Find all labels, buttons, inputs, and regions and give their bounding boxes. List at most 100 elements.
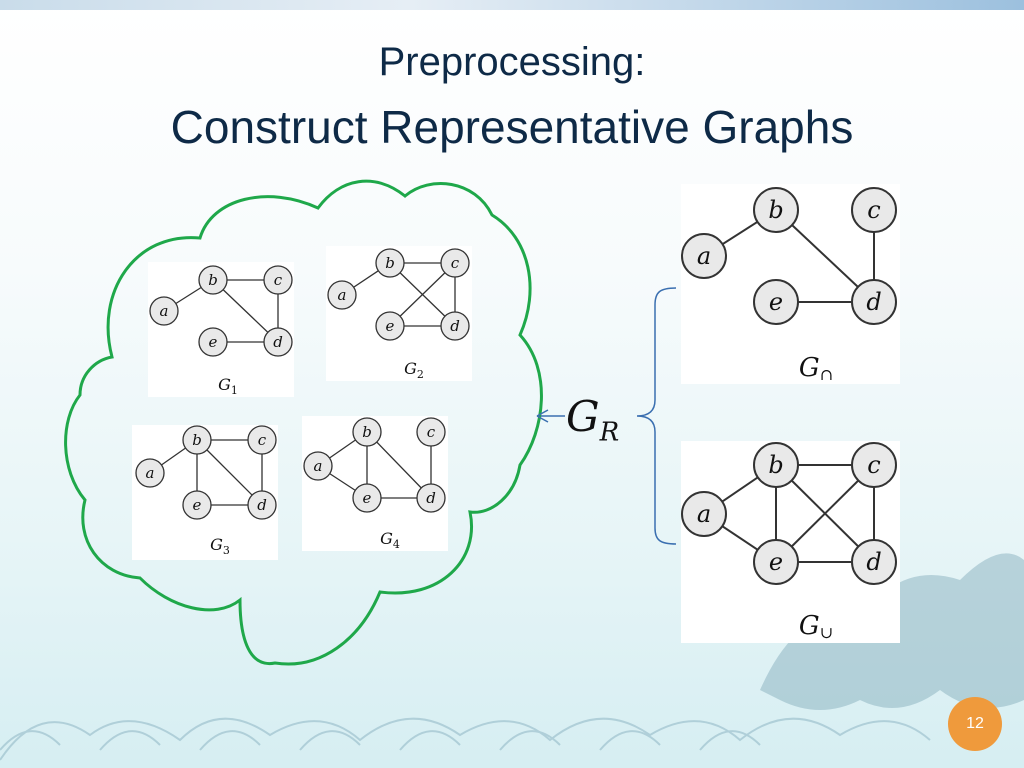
gr-label: GR [566,392,619,447]
node-e [352,483,382,513]
graph-g3-panel: a b c d e G3 [132,425,278,560]
slide-title-line1: Preprocessing: [378,40,646,84]
graph-union-svg: a b c d e G∪ [681,442,897,642]
node-label-b: b [768,451,783,479]
node-label-d: d [866,288,881,316]
graph-g1-label: G [218,375,231,394]
node-b [753,442,799,488]
graph-g4-svg: a b c d e G4 [303,417,446,551]
node-b [375,248,405,278]
node-label-e: e [193,496,202,514]
svg-text:G1: G1 [218,375,238,397]
graph-g1-svg: a b c d e G1 [149,265,293,397]
node-label-d: d [426,489,436,507]
node-d [851,279,897,325]
node-label-b: b [192,431,202,449]
slide-title-line2: Construct Representative Graphs [170,101,854,153]
svg-text:G∩: G∩ [799,353,833,384]
node-label-c: c [451,254,460,272]
gr-label-subscript: R [599,417,620,448]
node-label-e: e [769,548,783,576]
node-c [440,248,470,278]
node-e [753,539,799,585]
node-b [198,265,228,295]
node-a [681,233,727,279]
node-a [303,451,333,481]
node-label-b: b [385,254,395,272]
node-label-b: b [362,423,372,441]
node-c [851,442,897,488]
node-label-a: a [697,242,711,270]
svg-text:G2: G2 [404,359,424,381]
node-b [182,425,212,455]
node-e [753,279,799,325]
node-c [851,187,897,233]
node-e [375,311,405,341]
top-accent-bar [0,0,1024,10]
graph-g2-label: G [404,359,417,378]
graph-g1-panel: a b c d e G1 [148,262,294,397]
graph-g3-label: G [210,535,223,554]
node-label-c: c [867,196,880,224]
graph-g3-svg: a b c d e G3 [135,425,277,557]
node-label-d: d [450,317,460,335]
node-a [149,296,179,326]
node-label-e: e [363,489,372,507]
node-b [352,417,382,447]
node-label-a: a [160,302,169,320]
edge-b-d [366,431,432,499]
node-a [681,491,727,537]
node-c [263,265,293,295]
edge-b-d [212,279,279,343]
node-label-c: c [427,423,436,441]
node-d [263,327,293,357]
svg-text:G∪: G∪ [799,611,833,642]
node-label-b: b [768,196,783,224]
edge-c-e [389,262,456,327]
graph-union-subscript: ∪ [820,623,833,642]
graph-intersection-subscript: ∩ [820,365,833,384]
node-d [440,311,470,341]
graph-g2-svg: a b c d e G2 [327,248,470,381]
svg-text:G4: G4 [380,529,400,551]
graph-union-panel: a b c d e G∪ [681,441,900,643]
node-label-c: c [274,271,283,289]
graph-intersection-label: G [799,353,820,383]
node-b [753,187,799,233]
node-c [247,425,277,455]
node-label-d: d [273,333,283,351]
node-e [198,327,228,357]
svg-text:G3: G3 [210,535,230,557]
node-e [182,490,212,520]
edge-b-d [196,439,263,506]
node-d [851,539,897,585]
node-label-e: e [386,317,395,335]
graph-g3-subscript: 3 [223,544,230,557]
node-label-a: a [697,500,711,528]
node-label-c: c [258,431,267,449]
node-label-e: e [209,333,218,351]
graph-g1-subscript: 1 [231,384,238,397]
node-label-b: b [208,271,218,289]
node-d [416,483,446,513]
node-c [416,417,446,447]
graph-union-label: G [799,611,820,641]
graph-g2-subscript: 2 [417,368,424,381]
page-number-badge: 12 [948,697,1002,751]
graph-g4-panel: a b c d e G4 [302,416,448,551]
node-label-d: d [866,548,881,576]
node-label-e: e [769,288,783,316]
graph-g4-subscript: 4 [393,538,400,551]
node-label-a: a [314,457,323,475]
node-label-c: c [867,451,880,479]
gr-label-main: G [566,392,600,441]
node-label-a: a [146,464,155,482]
node-a [135,458,165,488]
graph-intersection-panel: a b c d e G∩ [681,184,900,384]
graph-intersection-svg: a b c d e G∩ [681,187,897,384]
node-label-a: a [338,286,347,304]
graph-g2-panel: a b c d e G2 [326,246,472,381]
graph-g4-label: G [380,529,393,548]
node-d [247,490,277,520]
